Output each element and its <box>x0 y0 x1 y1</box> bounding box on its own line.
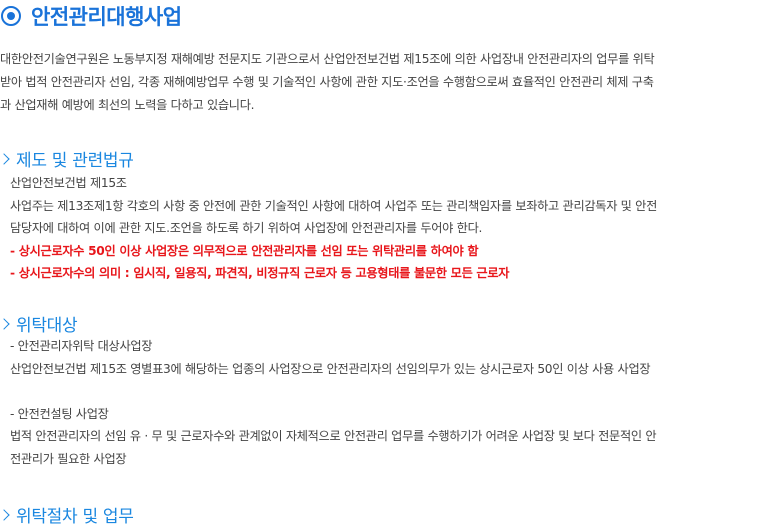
chevron-right-icon <box>0 152 10 165</box>
section-heading-text: 제도 및 관련법규 <box>16 151 134 171</box>
section-heading-targets: 위탁대상 <box>0 311 78 336</box>
section-heading-text: 위탁대상 <box>16 316 78 336</box>
intro-line: 받아 법적 안전관리자 선임, 각종 재해예방업무 수행 및 기술적인 사항에 … <box>0 75 654 89</box>
law-text-line: 담당자에 대하여 이에 관한 지도.조언을 하도록 하기 위하여 사업장에 안전… <box>10 221 483 235</box>
section-heading-procedure: 위탁절차 및 업무 <box>0 502 134 527</box>
page-title: 안전관리대행사업 <box>0 0 182 32</box>
target-description: 전관리가 필요한 사업장 <box>10 451 127 466</box>
chevron-right-icon <box>0 508 10 521</box>
intro-line: 과 산업재해 예방에 최선의 노력을 다하고 있습니다. <box>0 98 255 112</box>
chevron-right-icon <box>0 317 10 330</box>
law-text-line: 사업주는 제13조제1항 각호의 사항 중 안전에 관한 기술적인 사항에 대하… <box>10 198 657 213</box>
law-title: 산업안전보건법 제15조 <box>10 176 127 190</box>
section-heading-text: 위탁절차 및 업무 <box>16 507 134 527</box>
intro-paragraph: 대한안전기술연구원은 노동부지정 재해예방 전문지도 기관으로서 산업안전보건법… <box>0 48 776 117</box>
target-description: 법적 안전관리자의 선임 유 · 무 및 근로자수와 관계없이 자체적으로 안전… <box>10 429 657 443</box>
targets-content: - 안전관리자위탁 대상사업장 산업안전보건법 제15조 영별표3에 해당하는 … <box>10 335 657 470</box>
radio-dot-icon <box>1 6 21 26</box>
highlight-note: - 상시근로자수 50인 이상 사업장은 의무적으로 안전관리자를 선임 또는 … <box>10 243 479 258</box>
target-label: - 안전컨설팅 사업장 <box>10 406 109 421</box>
highlight-note: - 상시근로자수의 의미 : 임시직, 일용직, 파견직, 비정규직 근로자 등… <box>10 266 510 280</box>
section-heading-regulations: 제도 및 관련법규 <box>0 146 134 171</box>
regulations-content: 산업안전보건법 제15조 사업주는 제13조제1항 각호의 사항 중 안전에 관… <box>10 172 657 285</box>
intro-line: 대한안전기술연구원은 노동부지정 재해예방 전문지도 기관으로서 산업안전보건법… <box>0 52 655 66</box>
target-description: 산업안전보건법 제15조 영별표3에 해당하는 업종의 사업장으로 안전관리자의… <box>10 361 651 376</box>
page-title-text: 안전관리대행사업 <box>31 5 182 29</box>
target-label: - 안전관리자위탁 대상사업장 <box>10 339 153 353</box>
